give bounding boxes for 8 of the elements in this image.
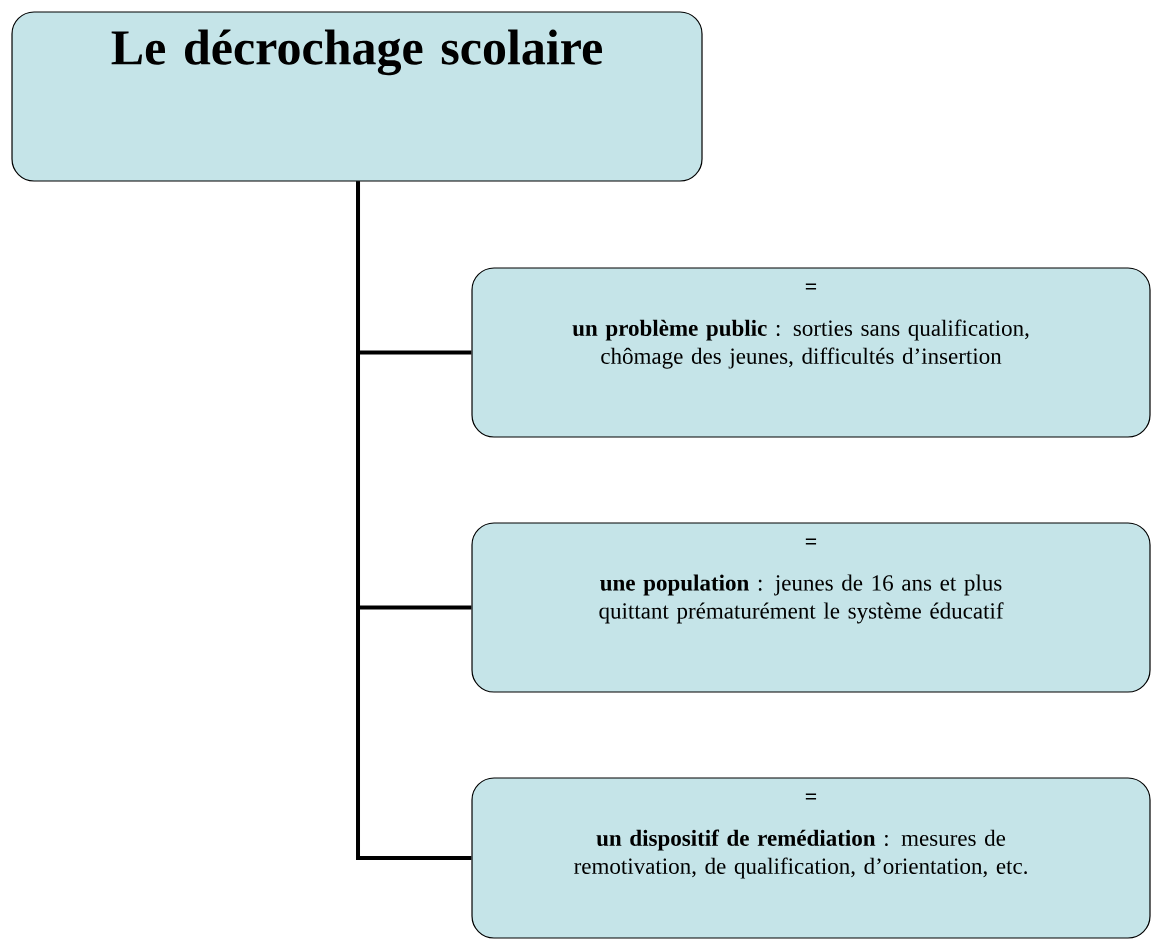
heading: Le décrochage scolaire	[111, 29, 602, 76]
equals-sign: =	[805, 793, 817, 800]
equals-sign: =	[805, 283, 817, 290]
connector-line	[356, 181, 472, 860]
equals-sign: =	[805, 538, 817, 545]
box-text: un problème public : sorties sans qualification, chômage des jeunes, difficultés d’insertion	[572, 319, 1029, 369]
box-text: un dispositif de remédiation : mesures de remotivation, de qualification, d’orientation, etc.	[574, 829, 1027, 879]
box-text: une population : jeunes de 16 ans et plus quittant prématurément le système éducatif	[599, 574, 1004, 624]
